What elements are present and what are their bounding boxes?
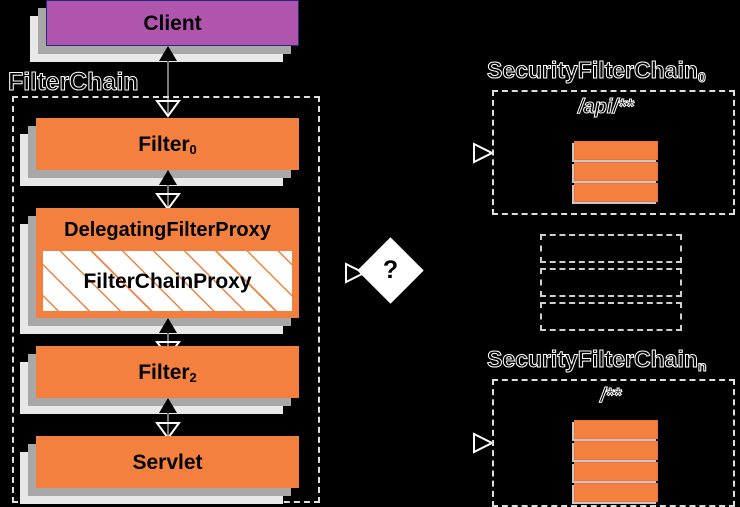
arrow-up-solid-icon bbox=[159, 170, 177, 185]
security-filter-chain-n-pattern: /** bbox=[599, 385, 622, 408]
dfp-title: DelegatingFilterProxy bbox=[37, 209, 298, 251]
arrow-right-hollow-icon bbox=[473, 142, 495, 164]
security-filter-chain-n-container bbox=[492, 379, 735, 507]
servlet-face: Servlet bbox=[36, 436, 299, 488]
arrow-right-hollow-icon bbox=[473, 432, 495, 454]
arrow-down-hollow-icon bbox=[155, 422, 181, 440]
security-filter-chain-placeholder-bar bbox=[540, 302, 682, 331]
filter0-box[interactable]: Filter0 bbox=[20, 118, 299, 186]
connector-filter2-servlet bbox=[167, 399, 169, 437]
connector-client-filter0 bbox=[167, 47, 169, 115]
security-filter-chain-0-pattern: /api/** bbox=[578, 96, 635, 119]
filter0-label: Filter0 bbox=[138, 132, 197, 158]
dfp-face: DelegatingFilterProxy FilterChainProxy bbox=[36, 208, 299, 318]
servlet-box[interactable]: Servlet bbox=[20, 436, 299, 504]
arrow-up-solid-icon bbox=[159, 46, 177, 61]
security-filter-chain-placeholder-bar bbox=[540, 268, 682, 297]
chain0-filter-bar[interactable] bbox=[574, 162, 658, 181]
security-filter-chain-placeholder-bar bbox=[540, 234, 682, 263]
client-box-face: Client bbox=[46, 0, 299, 46]
arrow-up-solid-icon bbox=[159, 318, 177, 333]
arrow-up-solid-icon bbox=[159, 398, 177, 413]
delegating-filter-proxy-box[interactable]: DelegatingFilterProxy FilterChainProxy bbox=[20, 208, 299, 334]
security-filter-chain-n-label: SecurityFilterChainn bbox=[487, 346, 708, 376]
client-box[interactable]: Client bbox=[30, 0, 299, 62]
security-filter-chain-0-container bbox=[492, 90, 735, 215]
decision-label: ? bbox=[382, 256, 399, 284]
chainn-filter-bar[interactable] bbox=[574, 483, 658, 502]
client-label: Client bbox=[143, 11, 202, 35]
filter-chain-proxy-label: FilterChainProxy bbox=[83, 269, 252, 293]
dfp-label: DelegatingFilterProxy bbox=[64, 219, 271, 241]
servlet-label: Servlet bbox=[132, 450, 203, 474]
filterchain-label: FilterChain bbox=[8, 68, 140, 97]
chainn-filter-bar[interactable] bbox=[574, 420, 658, 439]
connector-filter0-dfp bbox=[167, 171, 169, 209]
arrow-down-hollow-icon bbox=[155, 193, 181, 211]
filter-chain-proxy-inner[interactable]: FilterChainProxy bbox=[43, 251, 292, 311]
connector-dfp-filter2 bbox=[167, 319, 169, 359]
chain0-filter-bar[interactable] bbox=[574, 141, 658, 160]
filter0-face: Filter0 bbox=[36, 118, 299, 170]
chainn-filter-bar[interactable] bbox=[574, 441, 658, 460]
filter2-face: Filter2 bbox=[36, 346, 299, 398]
security-filter-chain-0-label: SecurityFilterChain0 bbox=[487, 57, 707, 87]
filter2-label: Filter2 bbox=[138, 360, 197, 386]
arrow-right-hollow-icon bbox=[345, 262, 366, 284]
arrow-down-hollow-icon bbox=[155, 100, 181, 118]
filter2-box[interactable]: Filter2 bbox=[20, 346, 299, 414]
chainn-filter-bar[interactable] bbox=[574, 462, 658, 481]
chain0-filter-bar[interactable] bbox=[574, 183, 658, 202]
